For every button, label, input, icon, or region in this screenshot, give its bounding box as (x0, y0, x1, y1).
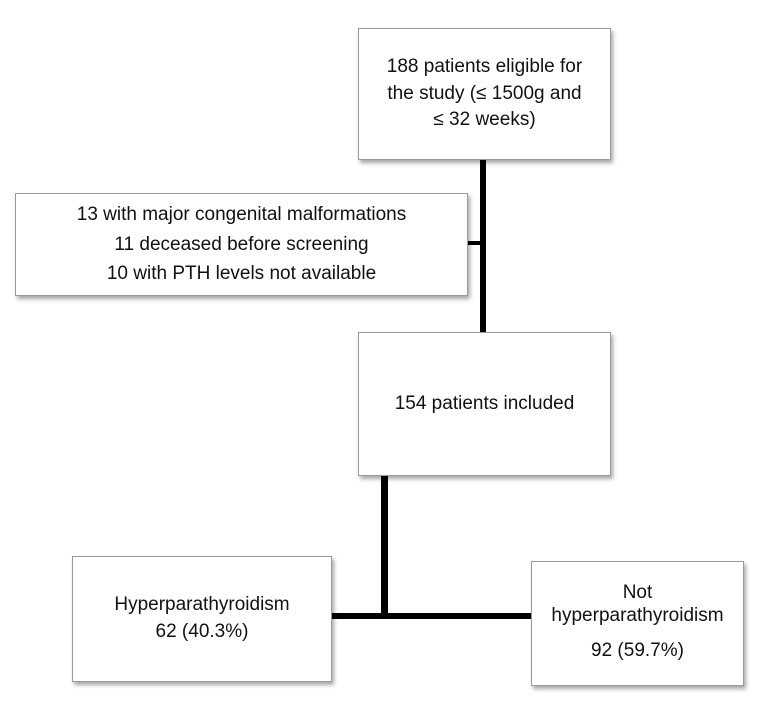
exclusion-deceased: 11 deceased before screening (114, 233, 369, 255)
exclusion-malformations: 13 with major congenital malformations (76, 204, 407, 226)
eligible-patients-box: 188 patients eligible for the study (≤ 1… (358, 28, 611, 160)
not-hyperparathyroidism-label-line-1: Not (622, 582, 653, 604)
eligible-line-3: ≤ 32 weeks) (433, 109, 536, 131)
exclusion-pth-unavailable: 10 with PTH levels not available (106, 263, 377, 285)
main-vertical-connector (480, 160, 486, 332)
not-hyperparathyroidism-label-line-2: hyperparathyroidism (551, 605, 724, 627)
included-text: 154 patients included (394, 392, 575, 414)
exclusions-box: 13 with major congenital malformations 1… (15, 193, 468, 296)
exclusion-connector (468, 241, 483, 245)
split-vertical-connector (381, 476, 388, 616)
not-hyperparathyroidism-value: 92 (59.7%) (591, 639, 684, 661)
hyperparathyroidism-label: Hyperparathyroidism (114, 594, 290, 616)
split-horizontal-connector (332, 613, 531, 619)
eligible-line-1: 188 patients eligible for (386, 55, 583, 77)
not-hyperparathyroidism-box: Not hyperparathyroidism 92 (59.7%) (531, 561, 744, 686)
hyperparathyroidism-box: Hyperparathyroidism 62 (40.3%) (72, 556, 332, 682)
eligible-line-2: the study (≤ 1500g and (387, 82, 582, 104)
included-patients-box: 154 patients included (358, 332, 611, 476)
hyperparathyroidism-value: 62 (40.3%) (155, 621, 249, 642)
